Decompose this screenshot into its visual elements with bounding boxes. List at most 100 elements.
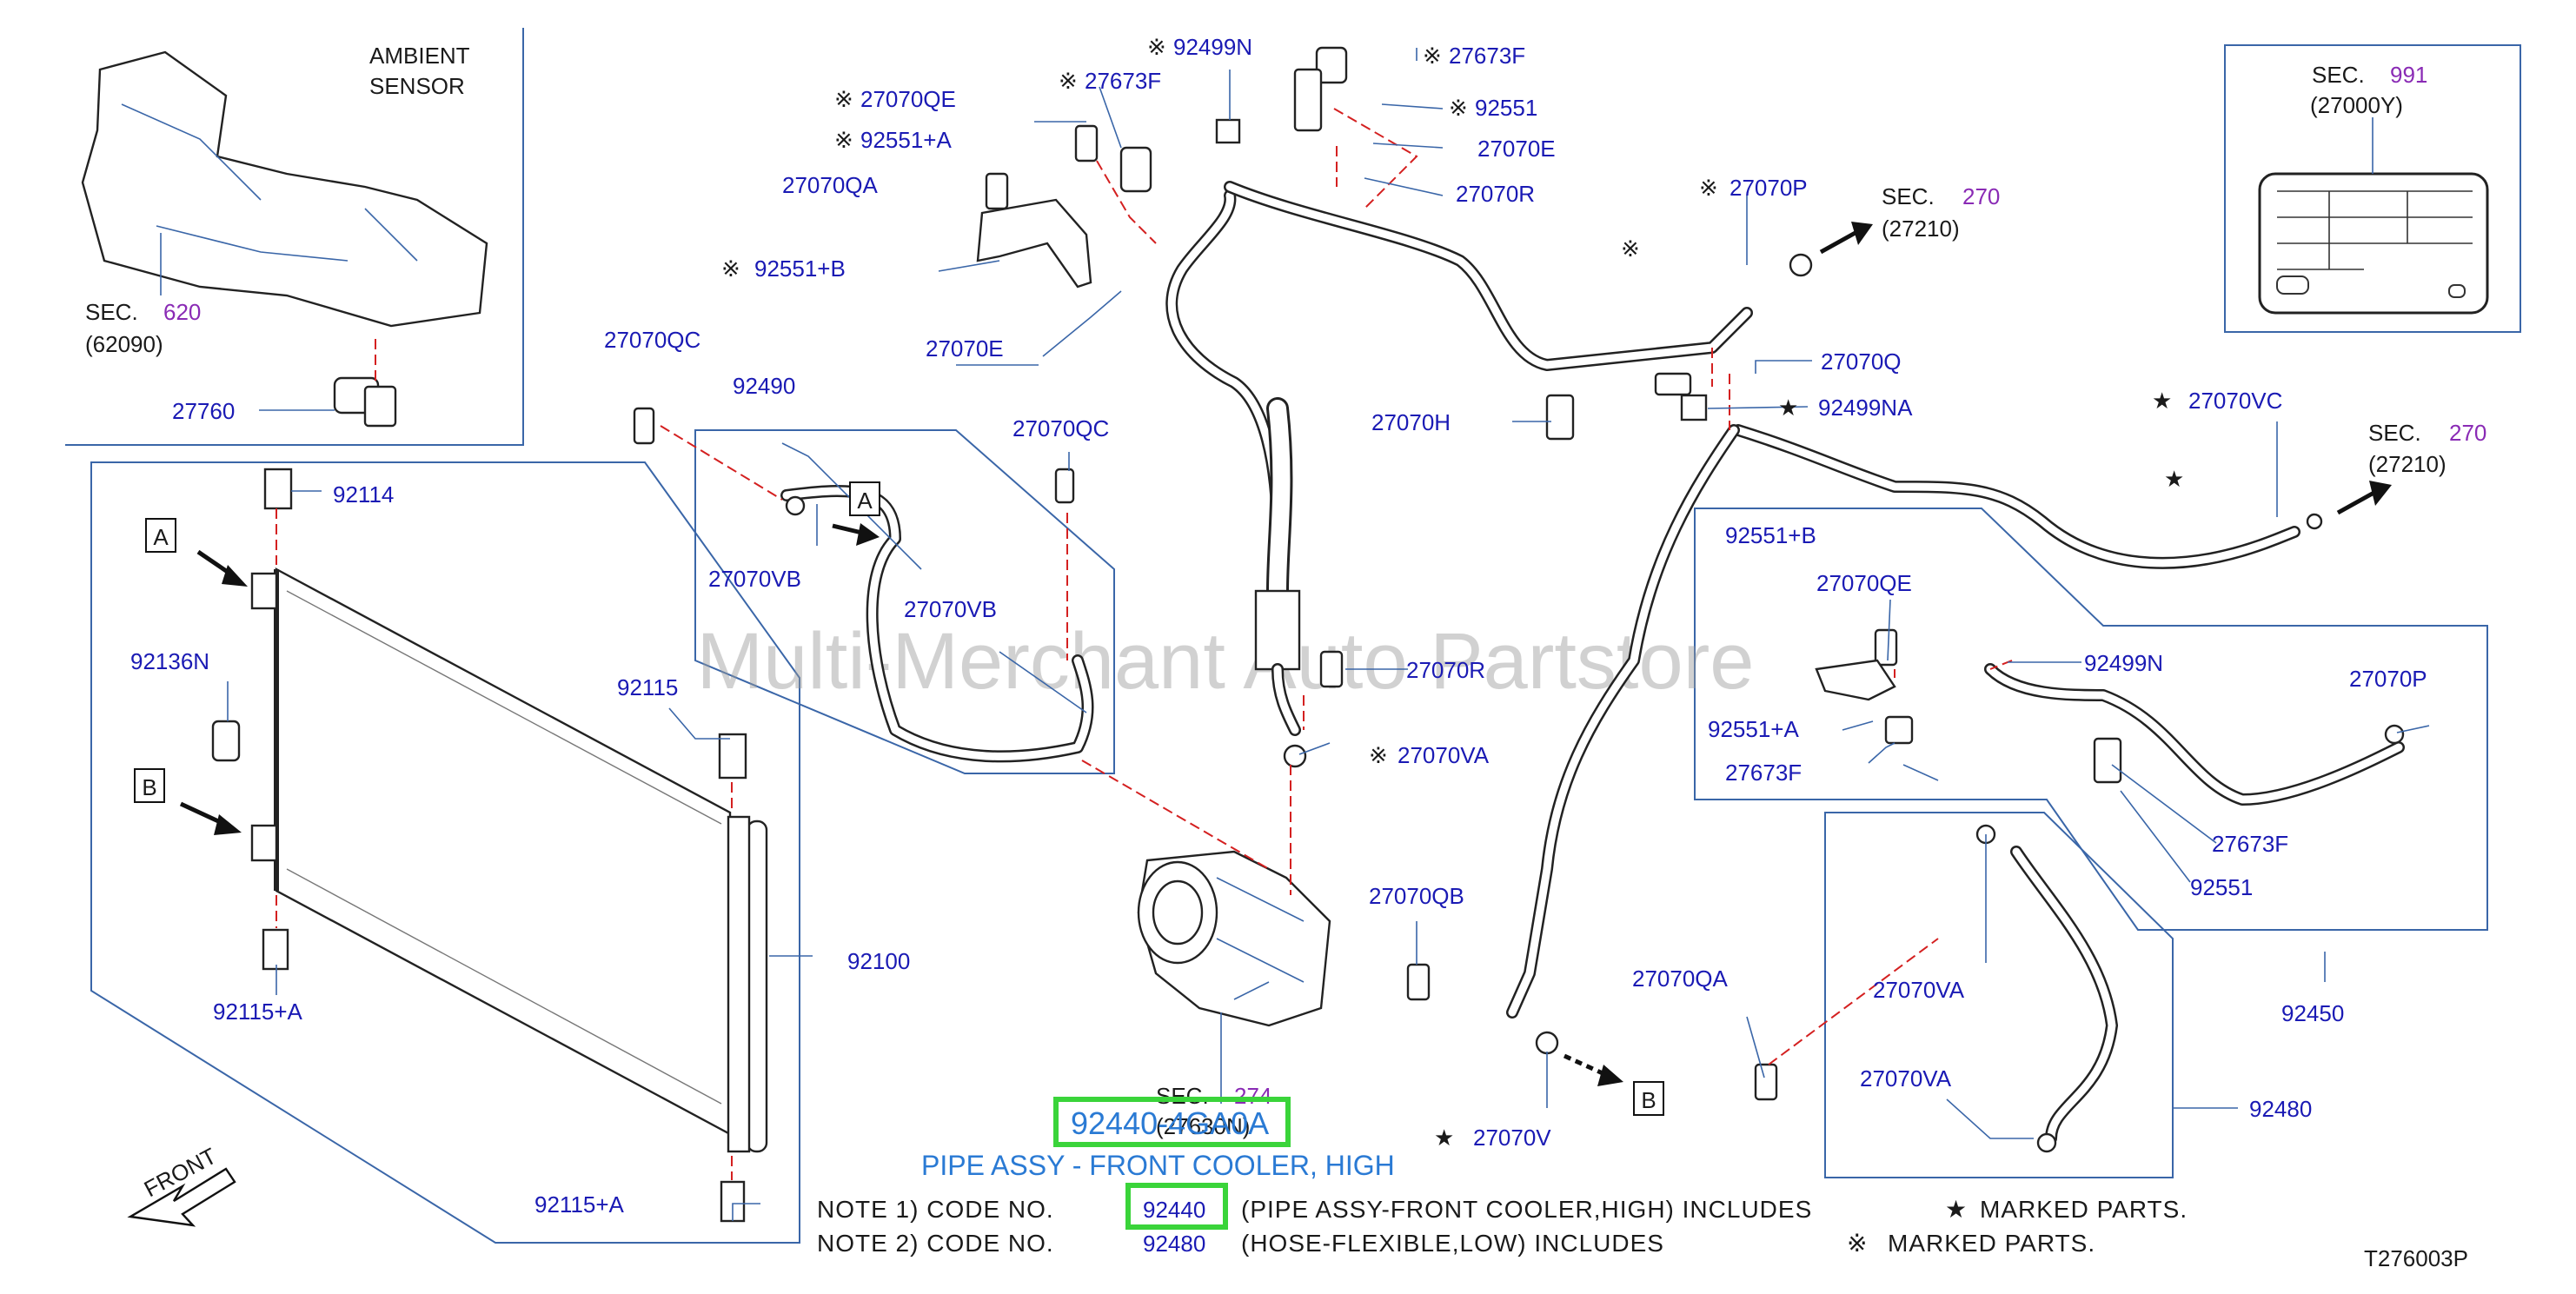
sec270-number-2: 270 <box>2449 420 2486 446</box>
note-2-tail: MARKED PARTS. <box>1888 1230 2095 1257</box>
label-92551B-1: 92551+B <box>754 255 846 282</box>
star-mark-pipe: ★ <box>2164 466 2184 492</box>
kome-mark-92499N: ※ <box>1147 34 1166 60</box>
kome-mark-92551B: ※ <box>721 255 740 282</box>
callouts: A B A B <box>134 481 1664 1116</box>
sec274-number: 274 <box>1234 1083 1271 1109</box>
callout-a-pipe: A <box>857 488 873 514</box>
label-92115A-1: 92115+A <box>213 999 303 1025</box>
sec991-number: 991 <box>2390 62 2427 88</box>
sec620-code: (62090) <box>85 331 163 357</box>
sec620-number: 620 <box>163 299 201 325</box>
note-1-mark: ★ <box>1945 1196 1968 1223</box>
ambient-sensor-bracket <box>81 50 488 428</box>
label-27070Q: 27070Q <box>1821 348 1902 375</box>
label-27673F-4: 27673F <box>2212 831 2288 857</box>
small-parts <box>633 46 2405 1153</box>
drawing-code: T276003P <box>2364 1245 2468 1271</box>
label-92136N: 92136N <box>130 648 209 674</box>
kome-mark-27070QE: ※ <box>834 86 853 112</box>
label-92499N-1: 92499N <box>1173 34 1252 60</box>
note-1-tail: MARKED PARTS. <box>1980 1196 2188 1223</box>
label-27070H: 27070H <box>1371 409 1451 435</box>
frames <box>65 28 2521 1244</box>
ambient-sensor-line2: SENSOR <box>369 73 465 99</box>
sec991-label <box>2258 117 2489 315</box>
label-92490: 92490 <box>733 373 795 399</box>
sec991-word: SEC. <box>2312 62 2365 88</box>
sec270-word-1: SEC. <box>1882 183 1935 209</box>
sec991-code: (27000Y) <box>2310 92 2403 118</box>
sec274-code: (27630N) <box>1156 1113 1250 1139</box>
label-27070QC-2: 27070QC <box>1012 415 1109 441</box>
label-92115: 92115 <box>617 674 678 700</box>
label-92551A-1: 92551+A <box>860 127 952 153</box>
label-27673F-3: 27673F <box>1725 760 1802 786</box>
label-27070P-2: 27070P <box>2349 666 2427 692</box>
label-27070VC: 27070VC <box>2188 388 2282 414</box>
label-92100: 92100 <box>847 948 910 974</box>
arrows <box>127 222 2392 1227</box>
sec620-word: SEC. <box>85 299 138 325</box>
front-label: FRONT <box>140 1143 221 1203</box>
highlight-part-description: PIPE ASSY - FRONT COOLER, HIGH <box>921 1150 1395 1181</box>
note-1-description: (PIPE ASSY-FRONT COOLER,HIGH) INCLUDES <box>1241 1196 1812 1223</box>
label-27070R-1: 27070R <box>1456 181 1535 207</box>
highlighted-part: 92440-4GA0A PIPE ASSY - FRONT COOLER, HI… <box>921 1097 1395 1181</box>
kome-mark-92551A: ※ <box>834 127 853 153</box>
sec274-word: SEC. <box>1156 1083 1209 1109</box>
sec270-word-2: SEC. <box>2368 420 2421 446</box>
part-labels: 27760 92114 92136N 92115 92115+A 92115+A… <box>130 34 2427 1218</box>
note-2-mark: ※ <box>1847 1230 1868 1257</box>
label-27760: 27760 <box>172 398 235 424</box>
label-92499NA: 92499NA <box>1818 395 1913 421</box>
label-27673F-2: 27673F <box>1449 43 1525 69</box>
label-92551B-2: 92551+B <box>1725 522 1816 548</box>
label-27673F-1: 27673F <box>1085 68 1161 94</box>
notes: NOTE 1) CODE NO. 92440 (PIPE ASSY-FRONT … <box>817 1183 2468 1271</box>
kome-mark-27673F-top: ※ <box>1423 43 1442 69</box>
highlight-part-number[interactable]: 92440-4GA0A <box>1071 1105 1269 1141</box>
star-mark-27070V: ★ <box>1434 1125 1454 1151</box>
label-27070QC-1: 27070QC <box>604 327 700 353</box>
label-27070E-2: 27070E <box>1477 136 1556 162</box>
label-27070VA-1: 27070VA <box>1398 742 1490 768</box>
watermark: Multi-Merchant Auto Partstore <box>697 617 1755 706</box>
note-2-code[interactable]: 92480 <box>1143 1231 1205 1257</box>
kome-mark-27070VA: ※ <box>1369 742 1388 768</box>
sec270-code-1: (27210) <box>1882 216 1960 242</box>
pipes <box>780 181 2405 1145</box>
label-92114: 92114 <box>333 481 394 508</box>
condenser <box>211 468 768 1223</box>
label-27070VA-3: 27070VA <box>1860 1065 1952 1092</box>
kome-mark-92551: ※ <box>1449 95 1468 121</box>
label-27070VA-2: 27070VA <box>1873 977 1965 1003</box>
label-92551-2: 92551 <box>2190 874 2253 900</box>
leaders <box>227 48 2430 1221</box>
label-92499N-2: 92499N <box>2084 650 2163 676</box>
label-92551-1: 92551 <box>1475 95 1537 121</box>
kome-mark-pipe: ※ <box>1621 236 1640 262</box>
label-27070QA-2: 27070QA <box>1632 966 1729 992</box>
kome-mark-27070P: ※ <box>1699 175 1718 201</box>
label-27070QE-2: 27070QE <box>1816 570 1912 596</box>
note-1-code[interactable]: 92440 <box>1143 1197 1205 1223</box>
kome-mark-27673F: ※ <box>1059 68 1078 94</box>
section-labels: AMBIENT SENSOR SEC. 620 (62090) SEC. 991… <box>85 43 2486 1202</box>
note-2-description: (HOSE-FLEXIBLE,LOW) INCLUDES <box>1241 1230 1664 1257</box>
label-27070QB: 27070QB <box>1369 883 1464 909</box>
label-27070E-1: 27070E <box>926 335 1004 362</box>
label-27070VB-2: 27070VB <box>904 596 997 622</box>
note-2-prefix: NOTE 2) CODE NO. <box>817 1230 1054 1257</box>
compressor <box>1137 850 1331 1104</box>
star-mark-27070VC: ★ <box>2152 388 2172 414</box>
label-92450: 92450 <box>2281 1000 2344 1026</box>
label-27070V: 27070V <box>1473 1125 1551 1151</box>
marks: ※ ※ ※ ※ ※ ※ ※ ※ ※ ※ ★ ★ ★ ★ <box>721 34 2184 1151</box>
callout-a-condenser: A <box>153 524 169 550</box>
label-27070P-1: 27070P <box>1730 175 1808 201</box>
label-92480: 92480 <box>2249 1096 2312 1122</box>
star-mark-92499NA: ★ <box>1778 395 1798 421</box>
